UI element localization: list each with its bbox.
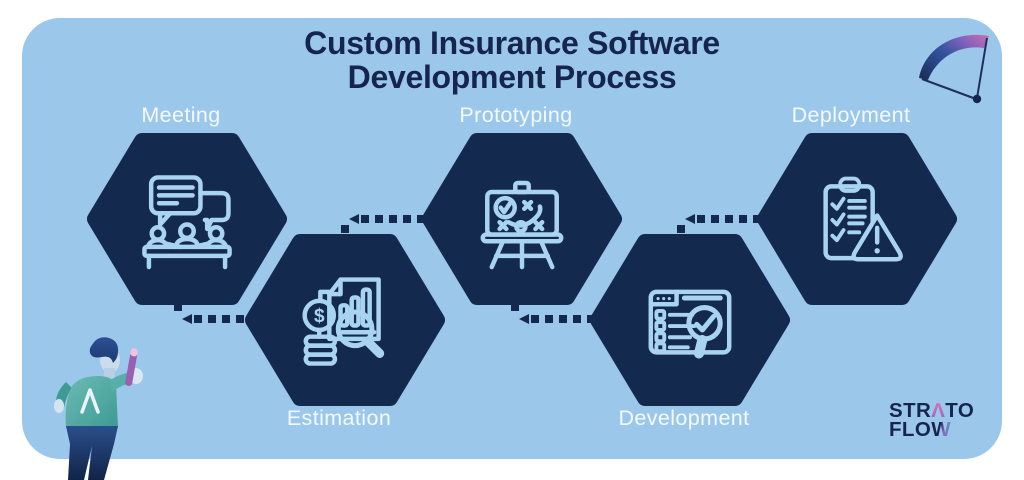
logo-accent-a: Λ bbox=[931, 399, 946, 422]
meeting-icon bbox=[142, 175, 232, 270]
logo-accent-w: W bbox=[931, 418, 951, 441]
connector-bend bbox=[174, 303, 182, 311]
person-hair bbox=[89, 337, 119, 363]
page-title-line1: Custom Insurance Software bbox=[304, 25, 720, 61]
connector-arrow bbox=[349, 214, 359, 224]
person-left-hand bbox=[54, 399, 64, 413]
person-illustration bbox=[54, 337, 143, 480]
logo-text: TO bbox=[945, 399, 975, 422]
hexagon-shape bbox=[757, 133, 957, 305]
paraglider-lines bbox=[921, 37, 988, 100]
person-sweater bbox=[65, 376, 118, 428]
brand-logo: STRΛTO FLOW bbox=[889, 399, 975, 441]
estimation-icon: $ bbox=[302, 277, 385, 366]
pen bbox=[125, 348, 138, 386]
connector-bend bbox=[341, 225, 349, 233]
step-hexagon-deployment bbox=[757, 132, 957, 306]
connector-dots bbox=[697, 215, 761, 223]
logo-text: FLO bbox=[889, 418, 932, 441]
person-pants bbox=[66, 426, 118, 480]
step-label-meeting: Meeting bbox=[141, 103, 221, 127]
connector-dots bbox=[361, 215, 425, 223]
hexagon-shape bbox=[422, 133, 622, 305]
page-title: Custom Insurance Software Development Pr… bbox=[0, 26, 1024, 94]
deployment-icon bbox=[823, 176, 903, 262]
page-title-line2: Development Process bbox=[347, 59, 677, 95]
step-label-estimation: Estimation bbox=[286, 406, 392, 430]
sweater-logo-mark bbox=[80, 388, 100, 414]
step-hexagon-prototyping bbox=[422, 132, 622, 306]
step-label-deployment: Deployment bbox=[791, 103, 911, 127]
connector-arrow bbox=[519, 314, 529, 324]
paraglider-wing bbox=[919, 34, 989, 80]
person-neck bbox=[104, 368, 115, 380]
step-hexagon-meeting bbox=[87, 132, 287, 306]
step-label-development: Development bbox=[618, 406, 750, 430]
development-icon bbox=[648, 289, 732, 359]
connector-bend bbox=[511, 303, 519, 311]
hexagon-shape bbox=[87, 133, 287, 305]
connector-dots bbox=[531, 315, 595, 323]
logo-text: STR bbox=[889, 399, 932, 422]
step-label-prototyping: Prototyping bbox=[459, 103, 573, 127]
step-hexagon-development bbox=[590, 233, 790, 407]
paraglider-icon bbox=[919, 34, 989, 104]
prototyping-icon bbox=[480, 180, 564, 270]
connector-bend bbox=[677, 225, 685, 233]
connector-arrow bbox=[685, 214, 695, 224]
brand-logo-line1: STRΛTO bbox=[889, 399, 975, 422]
paraglider-pilot-dot bbox=[972, 94, 982, 104]
brand-logo-line2: FLOW bbox=[889, 418, 974, 441]
connector-arrow bbox=[182, 314, 192, 324]
step-hexagon-estimation: $ bbox=[245, 233, 445, 407]
connector-dots bbox=[194, 315, 258, 323]
svg-text:$: $ bbox=[314, 306, 325, 327]
